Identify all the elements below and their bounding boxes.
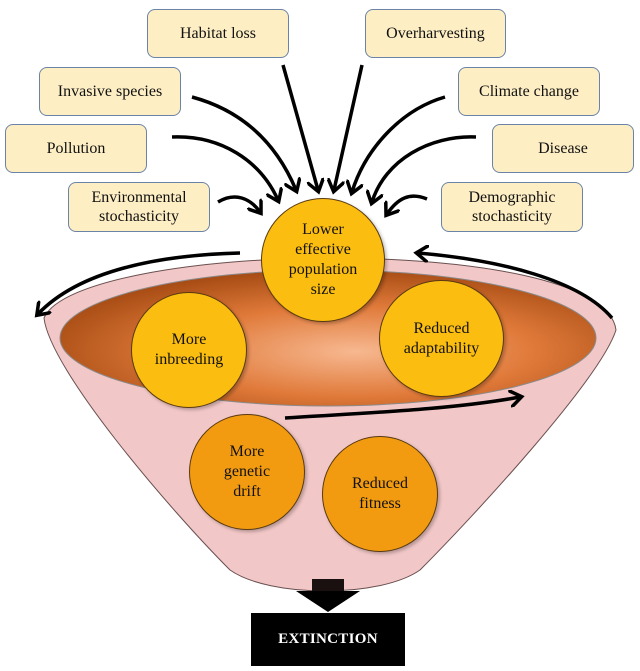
threat-disease: Disease — [492, 124, 634, 173]
threat-invasive-species: Invasive species — [39, 67, 181, 116]
threat-pollution: Pollution — [5, 124, 147, 173]
arrow-habitat-loss — [281, 64, 318, 190]
arrow-pollution — [171, 135, 278, 200]
arrow-environmental — [217, 195, 260, 212]
cycle-arrow-left — [38, 251, 241, 314]
threat-climate-change: Climate change — [458, 67, 600, 116]
arrow-overharvesting — [334, 64, 364, 190]
arrow-disease — [372, 135, 477, 202]
arrow-invasive-species — [191, 95, 296, 190]
threat-habitat-loss: Habitat loss — [147, 9, 289, 58]
down-arrow-shaft — [312, 579, 344, 591]
extinction-box: EXTINCTION — [251, 613, 405, 666]
cycle-arrow-bottom — [284, 397, 520, 420]
down-arrow-head — [296, 591, 360, 612]
cycle-arrow-right — [418, 253, 614, 320]
threat-overharvesting: Overharvesting — [365, 9, 506, 58]
arrow-demographic — [387, 194, 428, 214]
arrow-climate-change — [352, 95, 446, 192]
